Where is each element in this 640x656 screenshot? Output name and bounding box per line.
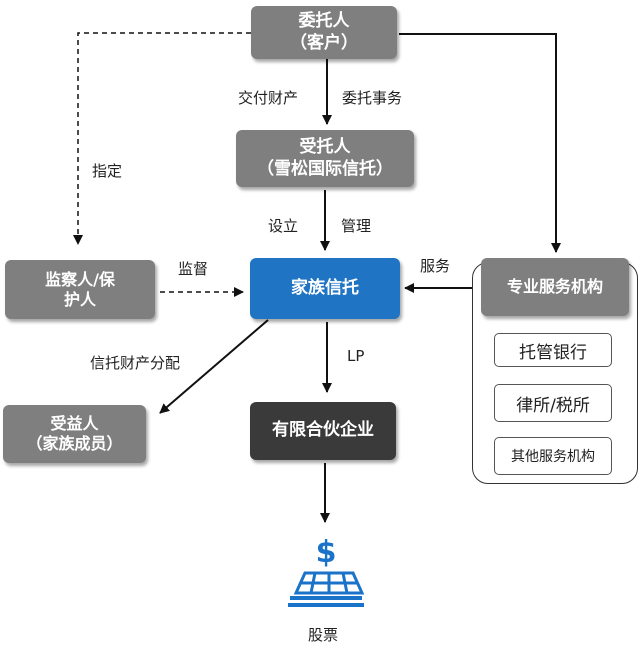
protector-line2: 护人 — [63, 289, 96, 309]
trustee-title: 受托人 — [299, 137, 351, 158]
label-lp: LP — [347, 347, 365, 365]
label-deliver-property: 交付财产 — [238, 89, 299, 107]
protector-node: 监察人/保 护人 — [5, 260, 155, 319]
family-trust-label: 家族信托 — [291, 277, 359, 298]
trustee-subtitle: （雪松国际信托） — [257, 158, 393, 179]
label-distribution: 信托财产分配 — [90, 354, 181, 372]
lp-enterprise-label: 有限合伙企业 — [272, 420, 374, 441]
service-agency-label: 专业服务机构 — [506, 277, 603, 296]
beneficiary-title: 受益人 — [50, 414, 99, 433]
settlor-title: 委托人 — [298, 11, 350, 32]
label-designate: 指定 — [92, 162, 123, 180]
label-establish: 设立 — [268, 217, 299, 235]
label-supervise: 监督 — [178, 260, 209, 278]
trustee-node: 受托人 （雪松国际信托） — [236, 130, 414, 187]
stock-label: 股票 — [308, 626, 339, 644]
other-agencies-item: 其他服务机构 — [494, 437, 612, 475]
edge-settlor-service — [399, 33, 561, 253]
family-trust-node: 家族信托 — [250, 258, 400, 319]
edge-designate — [73, 32, 251, 245]
law-tax-firm-label: 律所/税所 — [516, 395, 590, 416]
service-agency-node: 专业服务机构 — [481, 258, 629, 316]
other-agencies-label: 其他服务机构 — [511, 449, 595, 465]
label-manage: 管理 — [341, 217, 372, 235]
custodian-bank-label: 托管银行 — [519, 342, 587, 363]
law-tax-firm-item: 律所/税所 — [494, 384, 612, 422]
label-entrust-affairs: 委托事务 — [342, 89, 403, 107]
label-service: 服务 — [420, 257, 451, 275]
settlor-subtitle: （客户） — [290, 32, 358, 53]
beneficiary-subtitle: （家族成员） — [26, 434, 123, 453]
custodian-bank-item: 托管银行 — [494, 333, 612, 367]
stock-icon: $ — [288, 535, 365, 607]
lp-enterprise-node: 有限合伙企业 — [250, 402, 396, 460]
protector-line1: 监察人/保 — [45, 269, 115, 289]
beneficiary-node: 受益人 （家族成员） — [3, 405, 146, 463]
settlor-node: 委托人 （客户） — [251, 6, 397, 59]
edge-distribution — [159, 319, 269, 414]
svg-text:$: $ — [316, 535, 337, 570]
